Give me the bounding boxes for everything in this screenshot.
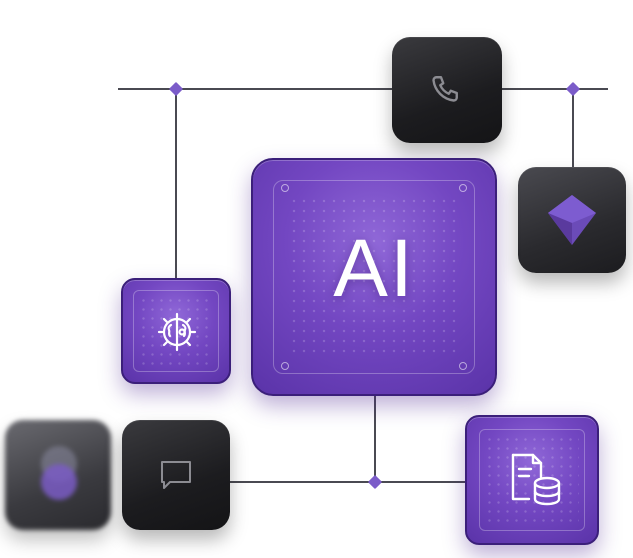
document-database-tile[interactable] (465, 415, 599, 545)
doc-tile-dot-grid (485, 435, 579, 525)
ai-tile-corner-dot-tr (459, 184, 467, 192)
stacked-circles-icon (41, 446, 77, 500)
blurred-circles-tile[interactable] (5, 420, 111, 530)
chat-tile[interactable] (122, 420, 230, 530)
connector-node-top-right (565, 81, 581, 97)
ai-tile-corner-dot-tl (281, 184, 289, 192)
brain-gear-tile[interactable] (121, 278, 231, 384)
brain-tile-inner-frame (133, 290, 219, 372)
chat-bubble-icon (161, 461, 191, 489)
connector-top-horizontal (118, 88, 608, 90)
diamond-tile[interactable] (518, 167, 626, 273)
connector-node-bottom (367, 474, 383, 490)
connector-left-vertical (175, 88, 177, 283)
ai-tile-corner-dot-bl (281, 362, 289, 370)
connector-center-vertical (374, 392, 376, 482)
phone-tile[interactable] (392, 37, 502, 143)
connector-node-top-left (168, 81, 184, 97)
ai-tile-corner-dot-br (459, 362, 467, 370)
ai-main-tile[interactable]: AI (251, 158, 497, 396)
diamond-icon (548, 195, 596, 245)
ai-tile-dot-grid (289, 196, 459, 358)
connector-right-vertical (572, 88, 574, 170)
connector-bottom-horizontal (228, 481, 468, 483)
document-database-icon (511, 453, 561, 506)
ai-label: AI (333, 223, 415, 314)
doc-tile-inner-frame (479, 429, 585, 531)
phone-icon (432, 76, 458, 102)
ai-tile-inner-frame (273, 180, 475, 374)
brain-gear-icon (157, 312, 197, 352)
